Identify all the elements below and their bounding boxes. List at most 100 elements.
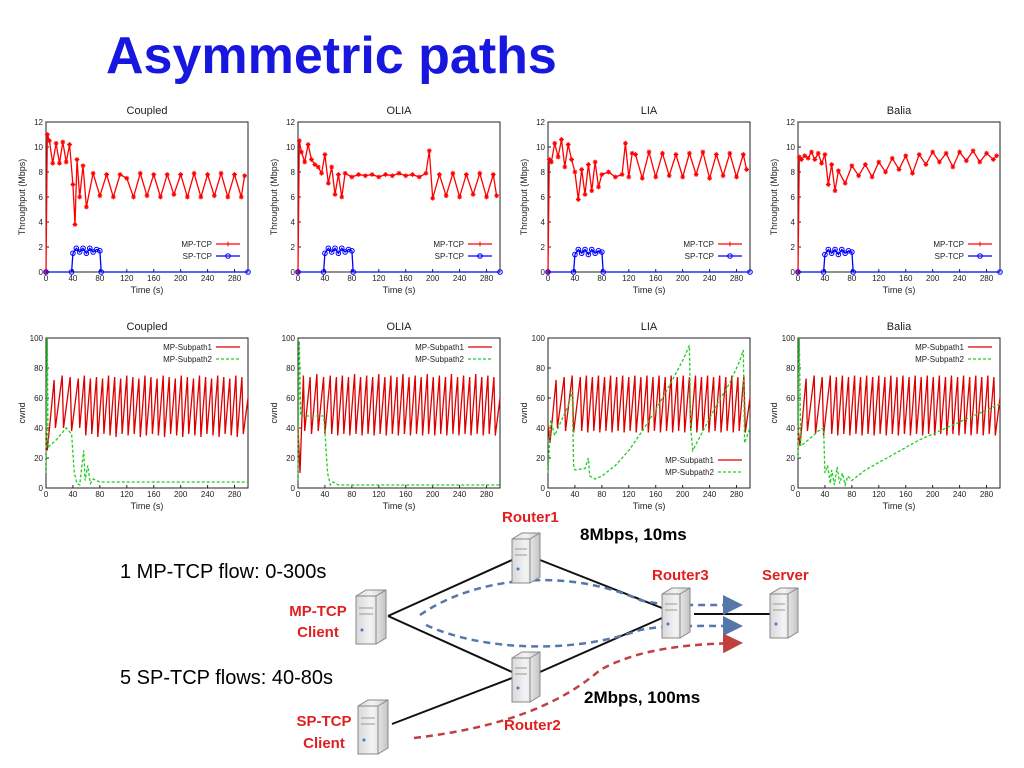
y-tick-label: 12 (786, 118, 795, 127)
data-point-mp-tcp (569, 157, 574, 162)
y-tick-label: 40 (536, 424, 545, 433)
data-point-sp-tcp (345, 246, 352, 253)
y-tick-label: 2 (791, 243, 796, 252)
data-point-sp-tcp (97, 247, 103, 254)
y-tick-label: 100 (782, 334, 796, 343)
data-point-mp-tcp (430, 195, 436, 201)
y-tick-label: 0 (541, 484, 546, 493)
x-tick-label: 120 (622, 274, 636, 283)
legend-label: MP-Subpath2 (665, 468, 714, 477)
plot-frame (547, 121, 751, 273)
x-tick-label: 240 (201, 274, 215, 283)
y-tick-label: 12 (34, 118, 43, 127)
data-point-mp-tcp (829, 162, 835, 167)
data-point-mp-tcp (44, 132, 50, 137)
legend-marker (727, 241, 733, 247)
x-tick-label: 40 (570, 490, 579, 499)
data-point-mp-tcp (916, 152, 922, 157)
data-point-mp-tcp (950, 164, 956, 170)
y-tick-label: 100 (30, 334, 44, 343)
data-point-mp-tcp (592, 159, 598, 165)
legend-label: MP-Subpath1 (415, 343, 464, 352)
data-point-mp-tcp (842, 180, 848, 186)
x-tick-label: 200 (676, 274, 690, 283)
data-point-mp-tcp (362, 173, 368, 179)
data-point-mp-tcp (825, 182, 831, 187)
data-point-mp-tcp (211, 193, 217, 199)
router1-node (511, 532, 541, 584)
data-point-mp-tcp (744, 167, 750, 172)
data-point-mp-tcp (84, 204, 89, 210)
data-point-mp-tcp (876, 159, 882, 165)
data-point-sp-tcp (835, 251, 842, 258)
server-icon (511, 532, 541, 584)
mp-flow-note: 1 MP-TCP flow: 0-300s (120, 561, 327, 583)
data-point-sp-tcp (43, 269, 49, 275)
x-tick-label: 160 (649, 490, 663, 499)
data-point-mp-tcp (565, 142, 571, 147)
x-tick-label: 40 (820, 274, 829, 283)
legend-label: MP-Subpath2 (163, 355, 212, 364)
data-point-mp-tcp (329, 164, 335, 170)
x-tick-label: 280 (730, 490, 744, 499)
data-point-sp-tcp (595, 247, 602, 254)
data-point-mp-tcp (463, 172, 469, 177)
y-axis-label: cwnd (769, 402, 779, 423)
data-point-mp-tcp (298, 149, 304, 155)
data-point-mp-tcp (74, 157, 80, 162)
data-point-mp-tcp (312, 162, 318, 167)
x-tick-label: 280 (980, 274, 994, 283)
data-point-mp-tcp (369, 172, 375, 177)
data-point-mp-tcp (653, 174, 659, 180)
legend-label: MP-TCP (933, 240, 964, 249)
data-point-mp-tcp (629, 150, 635, 156)
x-tick-label: 40 (820, 490, 829, 499)
data-point-mp-tcp (137, 170, 143, 176)
y-tick-label: 4 (291, 218, 296, 227)
data-point-mp-tcp (319, 170, 324, 176)
data-point-mp-tcp (559, 137, 564, 142)
data-point-mp-tcp (53, 140, 59, 146)
data-point-mp-tcp (957, 149, 962, 155)
data-point-mp-tcp (546, 157, 552, 162)
series-line-mp-subpath2 (547, 345, 751, 480)
data-point-mp-tcp (97, 193, 103, 199)
y-tick-label: 20 (34, 454, 43, 463)
data-point-mp-tcp (396, 170, 402, 176)
data-point-sp-tcp (245, 269, 251, 275)
data-point-sp-tcp (820, 269, 827, 275)
y-axis-label: cwnd (269, 402, 279, 423)
data-point-mp-tcp (332, 192, 338, 197)
y-axis-label: Throughput (Mbps) (769, 159, 779, 236)
data-point-mp-tcp (700, 149, 706, 155)
data-point-mp-tcp (151, 172, 157, 177)
link-client-router1 (387, 559, 513, 617)
link-spclient-router2 (391, 677, 513, 725)
x-tick-label: 40 (320, 490, 329, 499)
data-point-mp-tcp (819, 160, 824, 166)
y-tick-label: 0 (791, 268, 796, 277)
y-axis-label: Throughput (Mbps) (519, 159, 529, 236)
x-tick-label: 280 (480, 274, 494, 283)
x-tick-label: 200 (926, 490, 940, 499)
x-tick-label: 120 (372, 274, 386, 283)
y-tick-label: 0 (291, 484, 296, 493)
x-tick-label: 160 (147, 490, 161, 499)
x-axis-label: Time (s) (633, 285, 666, 295)
legend-label: MP-Subpath1 (915, 343, 964, 352)
data-point-mp-tcp (815, 150, 821, 156)
x-tick-label: 80 (597, 490, 606, 499)
data-point-mp-tcp (336, 172, 341, 177)
server-icon (769, 587, 799, 639)
series-line-mp-subpath2 (797, 337, 1001, 488)
router3-node (661, 587, 691, 639)
y-tick-label: 10 (34, 143, 43, 152)
data-point-mp-tcp (205, 172, 210, 177)
y-tick-label: 20 (536, 454, 545, 463)
data-point-mp-tcp (60, 139, 66, 145)
x-tick-label: 80 (847, 274, 856, 283)
sp-flow-path (413, 633, 743, 740)
data-point-mp-tcp (963, 158, 969, 164)
